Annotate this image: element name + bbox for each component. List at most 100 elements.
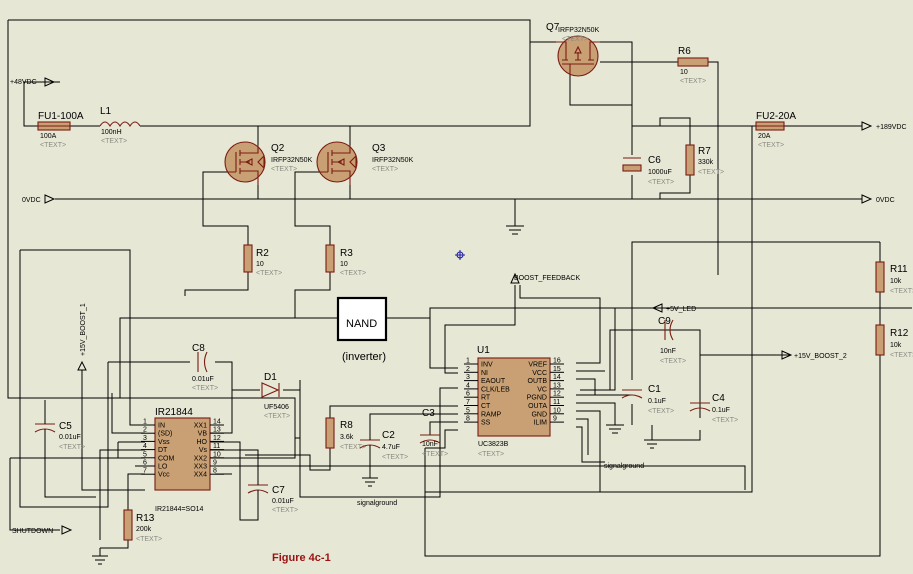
- svg-text:R6: R6: [678, 46, 691, 57]
- diode-d1: D1 UF5406 <TEXT>: [261, 372, 290, 420]
- svg-text:C9: C9: [658, 316, 671, 327]
- svg-text:0.01uF: 0.01uF: [59, 434, 81, 441]
- u1-pin-number: 6: [466, 391, 470, 398]
- svg-text:U1: U1: [477, 345, 490, 356]
- svg-text:<TEXT>: <TEXT>: [562, 36, 588, 43]
- terminal-boost-feedback: BOOST_FEEDBACK: [510, 272, 580, 284]
- svg-text:<TEXT>: <TEXT>: [648, 408, 674, 415]
- svg-text:<TEXT>: <TEXT>: [372, 166, 398, 173]
- svg-text:Q3: Q3: [372, 143, 386, 154]
- mosfet-q7: Q7 IRFP32N50K <TEXT>: [546, 22, 600, 77]
- svg-text:IR21844=SO14: IR21844=SO14: [155, 506, 204, 513]
- svg-text:100nH: 100nH: [101, 129, 122, 136]
- svg-text:20A: 20A: [758, 133, 771, 140]
- svg-text:+15V_BOOST_2: +15V_BOOST_2: [794, 353, 847, 360]
- svg-text:<TEXT>: <TEXT>: [340, 270, 366, 277]
- svg-text:<TEXT>: <TEXT>: [40, 142, 66, 149]
- svg-text:<TEXT>: <TEXT>: [648, 179, 674, 186]
- svg-text:IRFP32N50K: IRFP32N50K: [271, 157, 313, 164]
- svg-text:Q7: Q7: [546, 22, 560, 33]
- svg-text:L1: L1: [100, 106, 112, 117]
- svg-text:200k: 200k: [136, 526, 152, 533]
- svg-text:+189VDC: +189VDC: [876, 124, 907, 131]
- resistor-r12: R12 10k <TEXT>: [875, 324, 913, 359]
- ir21844-pin-name: IN: [158, 423, 165, 430]
- ir21844-pin-name: XX2: [194, 455, 207, 462]
- svg-text:+48VDC: +48VDC: [10, 79, 37, 86]
- svg-text:<TEXT>: <TEXT>: [271, 166, 297, 173]
- figure-caption: Figure 4c-1: [272, 552, 331, 564]
- u1-pin-number: 5: [466, 407, 470, 414]
- resistor-r6: R6 10 <TEXT>: [677, 46, 709, 85]
- capacitor-c7: C7 0.01uF <TEXT>: [247, 480, 298, 514]
- svg-text:0.01uF: 0.01uF: [192, 376, 214, 383]
- terminal-plus-15v-boost-1: +15V_BOOST_1: [77, 303, 87, 371]
- nand-inverter: NAND (inverter): [336, 296, 388, 363]
- ir21844-pin-number: 4: [143, 443, 147, 450]
- u1-pin-name: CT: [481, 403, 491, 410]
- svg-text:10: 10: [256, 261, 264, 268]
- terminal-shutdown: SHUTDOWN: [12, 525, 73, 535]
- svg-text:<TEXT>: <TEXT>: [422, 451, 448, 458]
- u1-pin-number: 16: [553, 358, 561, 365]
- ir21844-pin-name: COM: [158, 455, 175, 462]
- ir21844-pin-name: LO: [158, 464, 168, 471]
- u1-pin-name: VCC: [532, 370, 547, 377]
- svg-text:4.7uF: 4.7uF: [382, 444, 400, 451]
- fuse-fu2: FU2-20A 20A <TEXT>: [755, 111, 796, 149]
- u1-pin-name: INV: [481, 362, 493, 369]
- u1-pin-name: PGND: [527, 395, 547, 402]
- svg-text:signalground: signalground: [357, 500, 397, 507]
- svg-text:D1: D1: [264, 372, 277, 383]
- svg-text:C8: C8: [192, 343, 205, 354]
- ir21844-pin-name: Vcc: [158, 472, 170, 479]
- u1-pin-number: 12: [553, 391, 561, 398]
- ic-u1: U1 UC3823B <TEXT> 1INV2NI3EAOUT4CLK/LEB6…: [464, 345, 564, 458]
- u1-pin-name: SS: [481, 420, 491, 427]
- svg-text:0.1uF: 0.1uF: [712, 407, 730, 414]
- ground-symbol-ir: [92, 548, 108, 565]
- svg-text:<TEXT>: <TEXT>: [136, 536, 162, 543]
- svg-text:<TEXT>: <TEXT>: [660, 358, 686, 365]
- u1-pin-number: 2: [466, 366, 470, 373]
- ir21844-pin-number: 10: [213, 451, 221, 458]
- svg-text:<TEXT>: <TEXT>: [382, 454, 408, 461]
- u1-pin-number: 11: [553, 399, 560, 406]
- svg-text:10: 10: [340, 261, 348, 268]
- svg-text:R8: R8: [340, 420, 353, 431]
- u1-pin-name: GND: [531, 411, 547, 418]
- ir21844-pin-name: XX1: [194, 423, 207, 430]
- capacitor-c5: C5 0.01uF <TEXT>: [34, 415, 85, 451]
- svg-text:10k: 10k: [890, 342, 902, 349]
- svg-text:<TEXT>: <TEXT>: [272, 507, 298, 514]
- svg-text:0.1uF: 0.1uF: [648, 398, 666, 405]
- svg-text:signalground: signalground: [604, 463, 644, 470]
- resistor-r2: R2 10 <TEXT>: [243, 244, 282, 277]
- ir21844-pin-name: HO: [197, 439, 208, 446]
- svg-text:0VDC: 0VDC: [22, 197, 41, 204]
- u1-pin-number: 1: [466, 358, 470, 365]
- terminal-0vdc-left: 0VDC: [22, 194, 56, 204]
- svg-text:+5V_LED: +5V_LED: [666, 306, 696, 313]
- u1-pin-name: CLK/LEB: [481, 386, 510, 393]
- ground-symbol-main: [506, 225, 524, 235]
- ir21844-pin-number: 14: [213, 419, 221, 426]
- terminal-plus-189vdc: +189VDC: [861, 121, 907, 131]
- u1-pin-number: 3: [466, 374, 470, 381]
- svg-text:330k: 330k: [698, 159, 714, 166]
- svg-text:10nF: 10nF: [660, 348, 676, 355]
- svg-text:<TEXT>: <TEXT>: [712, 417, 738, 424]
- capacitor-c4: C4 0.1uF <TEXT>: [689, 393, 738, 424]
- capacitor-c8: C8 0.01uF <TEXT>: [192, 343, 218, 392]
- ir21844-pin-name: XX4: [194, 472, 207, 479]
- svg-text:<TEXT>: <TEXT>: [264, 413, 290, 420]
- terminal-plus-5v-led: +5V_LED: [651, 303, 696, 313]
- ir21844-pin-name: VB: [198, 431, 208, 438]
- ir21844-pin-number: 7: [143, 468, 147, 475]
- u1-pin-number: 10: [553, 407, 561, 414]
- ic-ir21844: IR21844 IR21844=SO14 1IN2(SD)3Vss4DT5COM…: [141, 407, 224, 513]
- svg-text:3.6k: 3.6k: [340, 434, 354, 441]
- ir21844-pin-name: Vss: [158, 439, 170, 446]
- u1-pin-number: 4: [466, 382, 470, 389]
